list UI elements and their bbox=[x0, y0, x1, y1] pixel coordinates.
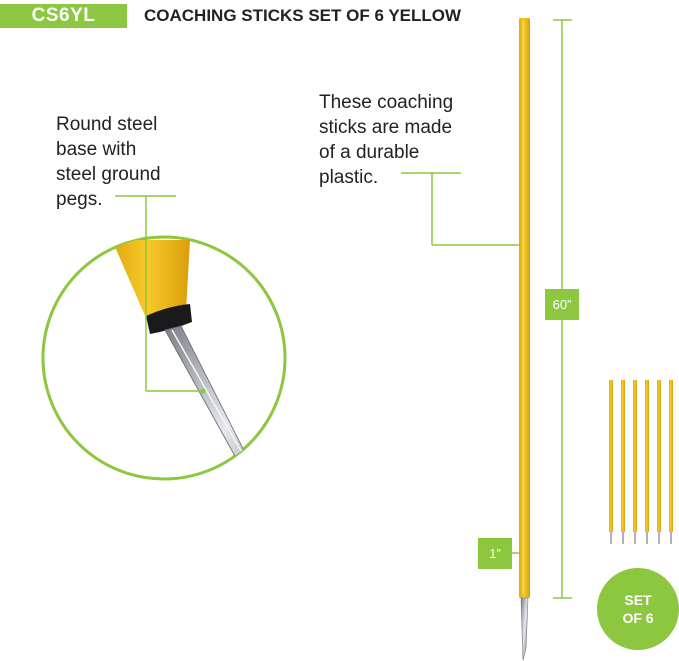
set-of-six-badge: SET OF 6 bbox=[597, 568, 679, 650]
base-description: Round steel base with steel ground pegs. bbox=[56, 112, 196, 212]
set-badge-line1: SET bbox=[624, 592, 652, 608]
diameter-label: 1” bbox=[478, 538, 512, 569]
base-description-line: Round steel bbox=[56, 114, 158, 135]
base-description-line: base with bbox=[56, 139, 137, 160]
plastic-description-line: plastic. bbox=[319, 167, 379, 188]
set-badge-line2: OF 6 bbox=[622, 610, 654, 626]
base-callout-leader bbox=[115, 195, 203, 392]
main-coaching-stick bbox=[519, 18, 530, 661]
product-title: COACHING STICKS SET OF 6 YELLOW bbox=[144, 6, 462, 25]
plastic-description: These coaching sticks are made of a dura… bbox=[319, 90, 489, 190]
plastic-description-line: of a durable bbox=[319, 142, 420, 163]
base-description-line: steel ground bbox=[56, 164, 161, 185]
base-callout-dot bbox=[200, 388, 206, 394]
plastic-description-line: These coaching bbox=[319, 92, 454, 113]
set-of-six-sticks bbox=[609, 380, 673, 544]
base-zoom-circle bbox=[41, 235, 287, 481]
plastic-callout-leader bbox=[401, 172, 524, 246]
zoom-stick-end bbox=[112, 240, 192, 334]
plastic-description-line: sticks are made bbox=[319, 117, 453, 138]
base-description-line: pegs. bbox=[56, 189, 103, 210]
height-label: 60” bbox=[545, 289, 579, 320]
sku-badge: CS6YL bbox=[0, 4, 127, 28]
